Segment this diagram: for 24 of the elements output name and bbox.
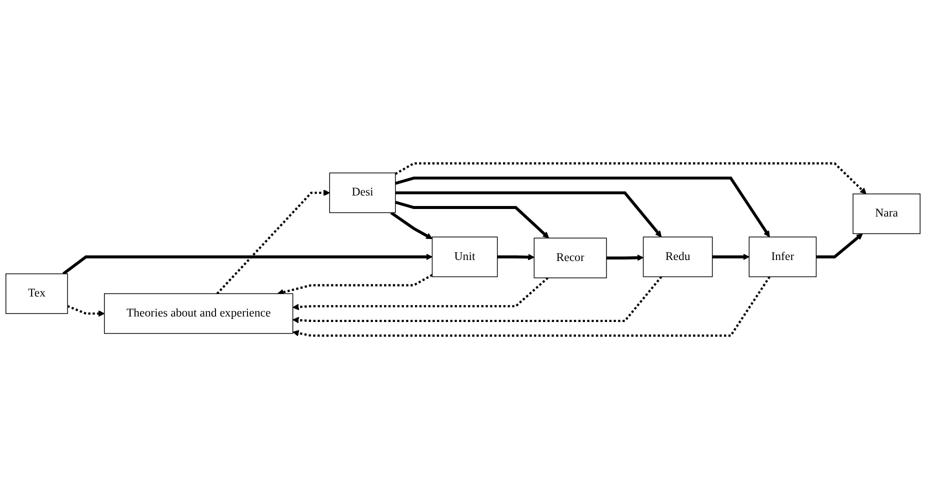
arrow [62, 254, 432, 275]
arrow [712, 254, 750, 260]
node-box: Infer [748, 236, 817, 278]
node-box: Unit [432, 236, 498, 278]
node-box: Tex [6, 273, 68, 314]
arrow [816, 233, 863, 258]
arrow [292, 277, 549, 310]
arrow [497, 254, 534, 260]
node-box: Nara [852, 194, 920, 234]
arrow [606, 254, 644, 261]
node-box: Recor [534, 238, 607, 278]
node-box: Desi [329, 172, 396, 214]
arrow [67, 305, 105, 317]
arrow [394, 162, 866, 194]
arrow [216, 190, 330, 294]
node-box: Theories about and experience [104, 293, 294, 334]
arrow [390, 211, 432, 240]
arrow [292, 276, 770, 337]
arrow [292, 276, 662, 324]
arrow [395, 191, 662, 238]
arrow [395, 200, 550, 238]
arrow [277, 274, 433, 296]
node-box: Redu [642, 236, 713, 278]
arrow [395, 176, 770, 238]
